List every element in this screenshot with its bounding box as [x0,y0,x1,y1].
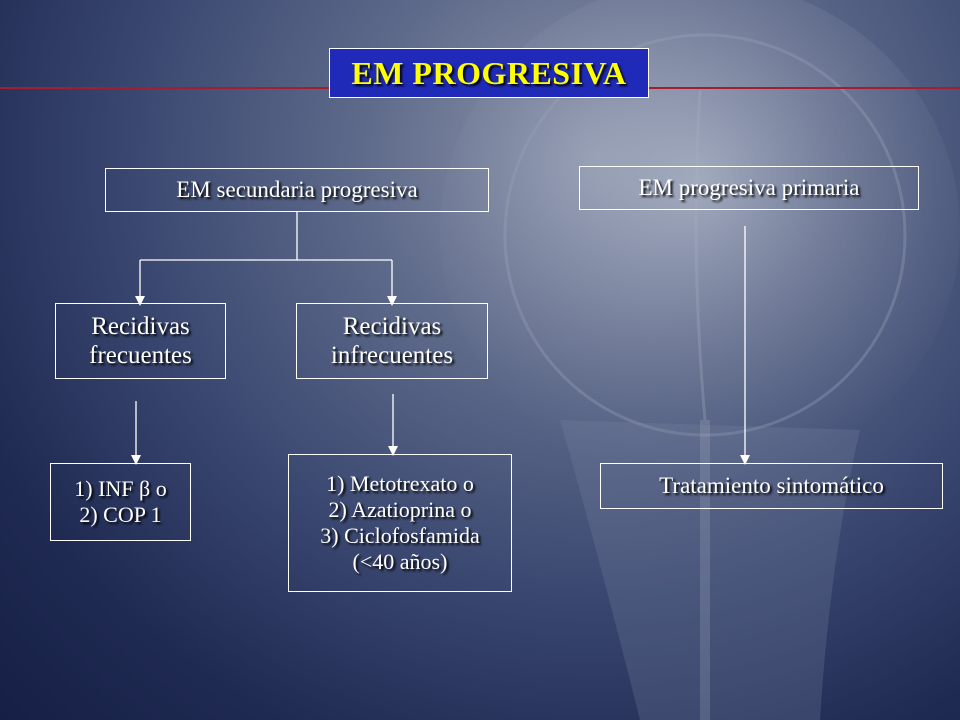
metotrexato-azatioprina-box: 1) Metotrexato o 2) Azatioprina o 3) Cic… [288,454,512,592]
tratamiento-sintomatico-box: Tratamiento sintomático [600,463,943,509]
slide-title: EM PROGRESIVA [329,48,649,98]
recidivas-frecuentes-box: Recidivas frecuentes [55,303,226,379]
em-secundaria-progresiva-box: EM secundaria progresiva [105,168,489,212]
inf-beta-cop-box: 1) INF β o 2) COP 1 [50,463,191,541]
em-progresiva-primaria-box: EM progresiva primaria [579,166,919,210]
recidivas-infrecuentes-box: Recidivas infrecuentes [296,303,488,379]
